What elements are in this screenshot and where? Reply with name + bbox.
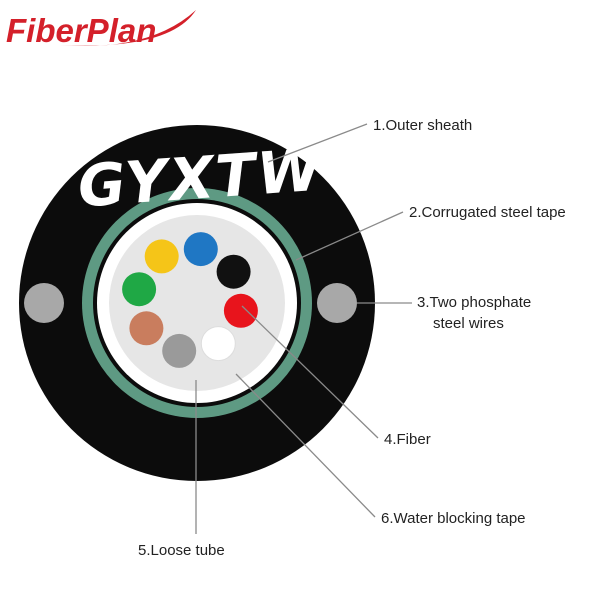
label-fiber: 4.Fiber (384, 431, 431, 448)
leader-outer-sheath (267, 123, 368, 163)
label-water-blocking: 6.Water blocking tape (381, 510, 526, 527)
fiber-white (200, 326, 236, 362)
brand-name: FiberPlan (6, 12, 156, 49)
label-loose-tube: 5.Loose tube (138, 542, 225, 559)
fiber-blue (183, 232, 218, 267)
fiber-gray (162, 333, 197, 368)
fiber-brown (129, 311, 164, 346)
cable: GYXTW (19, 125, 375, 481)
leader-steel-tape (295, 211, 404, 261)
label-steel-wires-line1: 3.Two phosphate (417, 294, 531, 311)
fiber-red (223, 293, 258, 328)
leader-lines (195, 123, 412, 534)
brand-logo: FiberPlan (6, 10, 196, 49)
fiber-green (122, 272, 157, 307)
leader-fiber (241, 305, 379, 439)
fiber-yellow (144, 239, 179, 274)
leader-water-blocking (235, 373, 376, 518)
steel-wire-left (24, 283, 64, 323)
label-steel-wires-line2: steel wires (433, 315, 504, 332)
fiber-group (122, 232, 258, 368)
label-steel-tape: 2.Corrugated steel tape (409, 204, 566, 221)
steel-wire-right (317, 283, 357, 323)
label-outer-sheath: 1.Outer sheath (373, 117, 472, 134)
labels: 1.Outer sheath 2.Corrugated steel tape 3… (138, 117, 566, 559)
fiber-black (216, 254, 251, 289)
